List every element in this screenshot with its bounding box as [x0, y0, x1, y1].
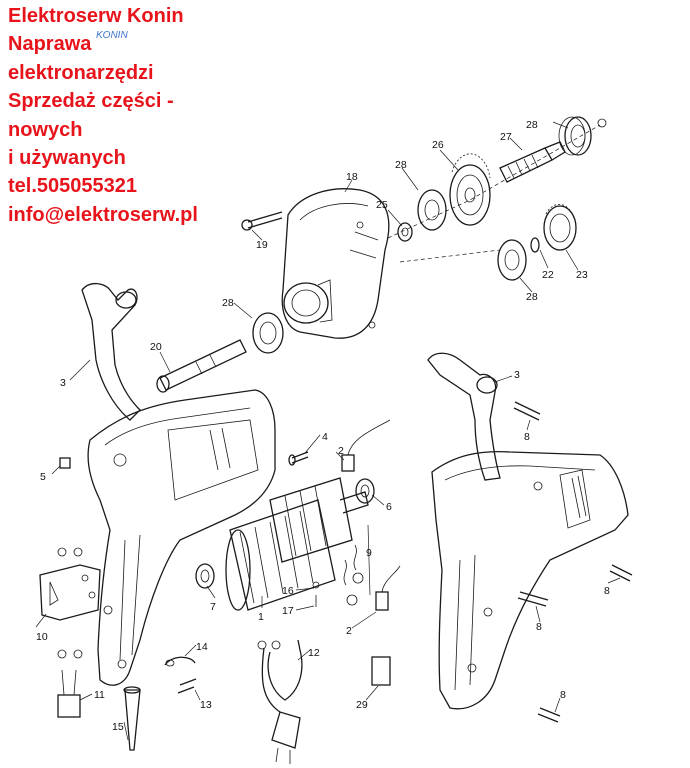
label-8: 8 [524, 431, 530, 443]
washer-22 [530, 237, 540, 253]
bearing-6 [355, 478, 375, 504]
label-28: 28 [395, 159, 407, 171]
label-23: 23 [576, 269, 588, 281]
label-25: 25 [376, 199, 388, 211]
bearing-28-mid [417, 189, 447, 231]
label-14: 14 [196, 641, 208, 653]
gear-housing-18 [281, 188, 390, 339]
housing-right-half [431, 450, 629, 710]
pinion-shaft-27 [499, 141, 566, 183]
label-10: 10 [36, 631, 48, 643]
label-19: 19 [256, 239, 268, 251]
advertisement-text: Elektroserw Konin Naprawa elektronarzędz… [8, 2, 198, 229]
screw-4 [288, 451, 309, 466]
part-labels: 28 27 26 28 25 18 19 22 23 28 28 20 3 4 … [36, 119, 610, 733]
label-8: 8 [604, 585, 610, 597]
brush-holder-2-bottom [375, 565, 401, 611]
spindle-20 [156, 339, 247, 393]
label-6: 6 [386, 501, 392, 513]
brush-holder-2-top [341, 419, 391, 472]
label-22: 22 [542, 269, 554, 281]
label-4: 4 [322, 431, 328, 443]
nut-5 [59, 457, 71, 469]
capacitor-11 [57, 649, 83, 718]
label-18: 18 [346, 171, 358, 183]
label-28: 28 [222, 297, 234, 309]
label-29: 29 [356, 699, 368, 711]
screws-16-17 [312, 581, 320, 607]
label-15: 15 [112, 721, 124, 733]
label-28: 28 [526, 119, 538, 131]
label-3: 3 [60, 377, 66, 389]
label-1: 1 [258, 611, 264, 623]
bushing-25 [397, 222, 413, 242]
bearing-28-top-right [558, 116, 607, 156]
cord-guard-15 [123, 686, 141, 751]
label-20: 20 [150, 341, 162, 353]
motor-stator-1 [225, 499, 336, 611]
label-11: 11 [94, 689, 105, 701]
ad-email: info@elektroserw.pl [8, 203, 198, 226]
ad-line-parts-sale: Sprzedaż części - [8, 90, 174, 113]
label-26: 26 [432, 139, 444, 151]
screw-19 [241, 211, 283, 231]
housing-left-half [87, 389, 276, 686]
ad-company-name: Elektroserw Konin [8, 5, 184, 27]
ad-line-repair: Naprawa [8, 33, 92, 56]
label-27: 27 [500, 131, 512, 143]
power-cord-12 [257, 639, 303, 764]
cord-clamp-14 [164, 656, 196, 667]
ad-line-new: nowych [8, 118, 83, 141]
label-8: 8 [536, 621, 542, 633]
ad-line-power-tools: elektronarzędzi [8, 61, 154, 84]
label-28: 28 [526, 291, 538, 303]
label-12: 12 [308, 647, 320, 659]
label-5: 5 [40, 471, 46, 483]
label-2: 2 [346, 625, 352, 637]
large-gear-26 [449, 153, 491, 226]
label-7: 7 [210, 601, 216, 613]
ad-phone: tel.505055321 [8, 175, 138, 198]
label-16: 16 [282, 585, 294, 597]
label-9: 9 [366, 547, 372, 559]
ad-line-used: i używanych [8, 147, 126, 170]
springs-9 [343, 544, 364, 606]
armature [269, 477, 369, 563]
label-17: 17 [282, 605, 294, 617]
label-3: 3 [514, 369, 520, 381]
handle-3-left [81, 282, 141, 421]
label-8: 8 [560, 689, 566, 701]
screws-13 [177, 678, 197, 694]
label-13: 13 [200, 699, 212, 711]
watermark-konin: KONIN [96, 30, 128, 41]
screws-8 [513, 401, 633, 723]
bearing-7 [195, 563, 215, 589]
leader-lines [35, 121, 621, 741]
label-2: 2 [338, 445, 344, 457]
carbon-brush-29 [371, 656, 391, 686]
gear-23 [543, 204, 577, 251]
bearing-28-left [252, 312, 284, 354]
handle-3-right [427, 352, 501, 481]
switch-10 [39, 547, 101, 621]
bearing-28-right [497, 239, 527, 281]
